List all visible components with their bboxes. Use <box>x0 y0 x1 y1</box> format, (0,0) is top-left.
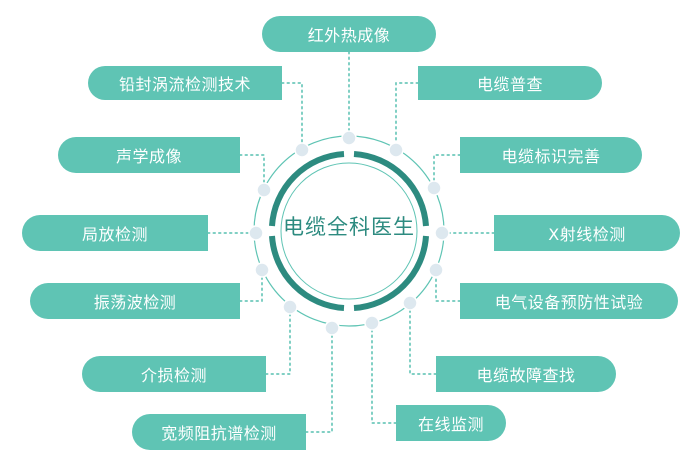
ring-arc-bottom-right <box>353 235 429 311</box>
topic-right-3: X射线检测 <box>494 215 680 251</box>
node-r2 <box>426 180 442 196</box>
node-l3 <box>248 225 264 241</box>
ring-arc-top-left <box>269 151 345 227</box>
ring-arc-bottom-left <box>269 235 345 311</box>
topic-infrared-imaging: 红外热成像 <box>262 16 436 52</box>
topic-right-4: 电气设备预防性试验 <box>460 283 678 319</box>
topic-right-6: 在线监测 <box>396 405 506 441</box>
topic-left-3: 局放检测 <box>22 215 208 251</box>
topic-right-1: 电缆普查 <box>418 66 602 100</box>
node-l4 <box>254 262 270 278</box>
node-top <box>341 130 357 146</box>
node-r5 <box>402 295 418 311</box>
topic-left-6: 宽频阻抗谱检测 <box>132 414 306 450</box>
center-title: 电缆全科医生 <box>283 215 415 239</box>
node-l6 <box>324 320 340 336</box>
node-l2 <box>256 182 272 198</box>
node-r6 <box>364 315 380 331</box>
node-r4 <box>428 262 444 278</box>
node-l5 <box>282 299 298 315</box>
node-l1 <box>294 142 310 158</box>
dotted-connectors <box>207 51 495 433</box>
node-r1 <box>388 142 404 158</box>
inner-ring <box>280 162 418 300</box>
topic-right-5: 电缆故障查找 <box>436 356 616 392</box>
ring-arc-top-right <box>353 151 429 227</box>
topic-left-5: 介损检测 <box>82 356 266 392</box>
node-r3 <box>434 225 450 241</box>
topic-left-2: 声学成像 <box>58 137 240 173</box>
ring-nodes <box>248 130 450 336</box>
topic-left-1: 铅封涡流检测技术 <box>88 66 282 100</box>
topic-left-4: 振荡波检测 <box>30 283 240 319</box>
topic-right-2: 电缆标识完善 <box>460 137 642 173</box>
